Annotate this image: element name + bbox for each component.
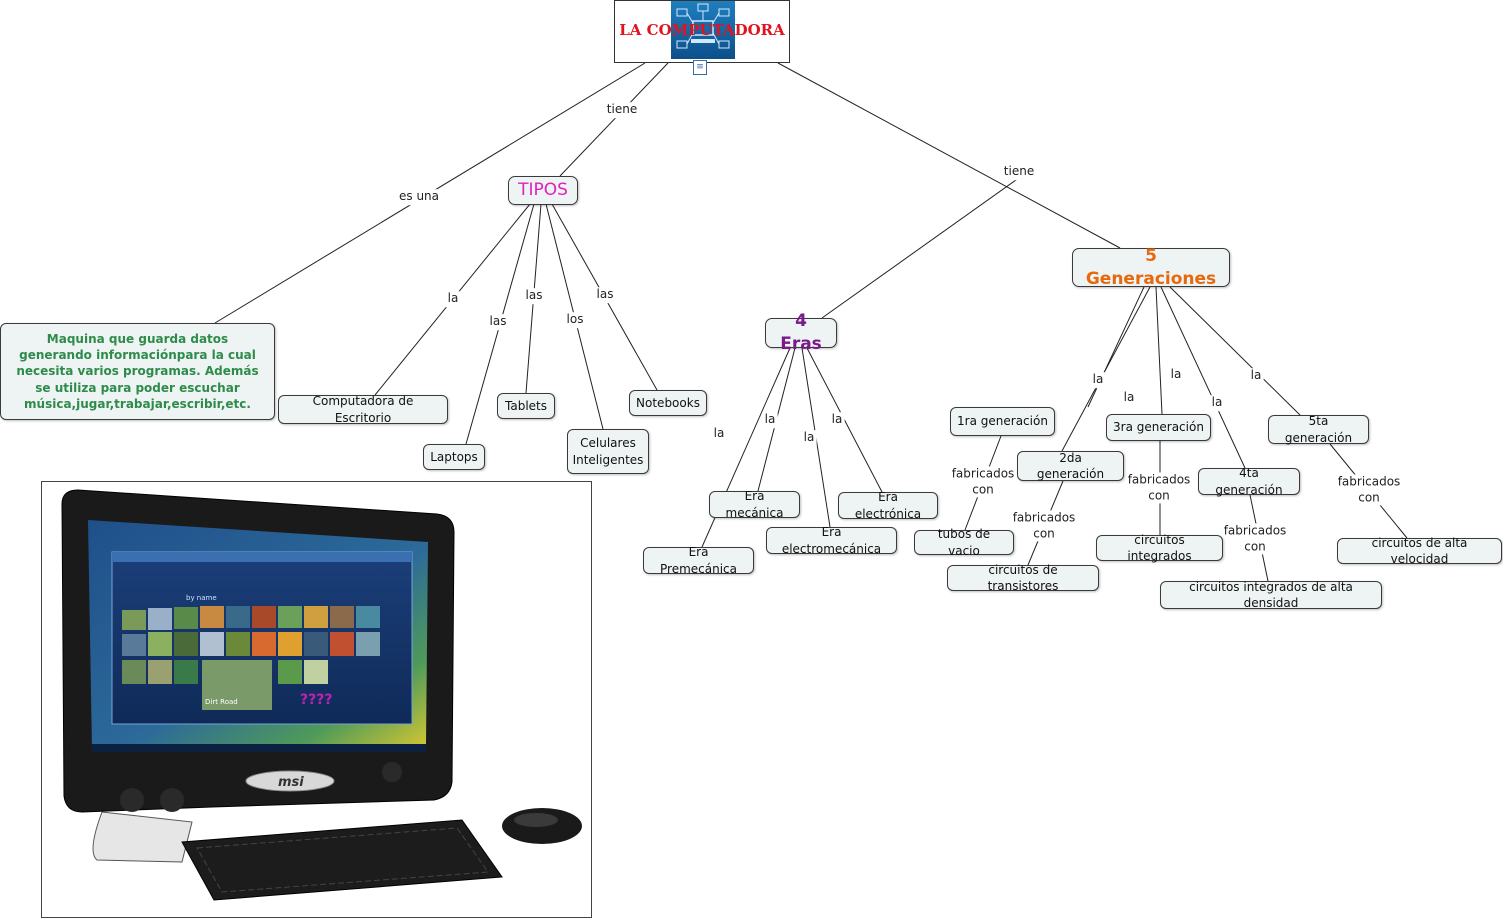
link-fabricados-gen1: fabricados con bbox=[945, 466, 1021, 498]
concept-computadora-escritorio[interactable]: Computadora de Escritorio bbox=[278, 394, 448, 425]
concept-gen5[interactable]: 5ta generación bbox=[1268, 414, 1369, 445]
link-fabricados-gen2: fabricados con bbox=[1006, 510, 1082, 542]
link-las-laptops: las bbox=[487, 314, 509, 330]
document-icon[interactable]: ≡ bbox=[693, 60, 707, 75]
link-la-gen1: la bbox=[1090, 372, 1106, 388]
concept-tubos-vacio[interactable]: tubos de vacio bbox=[914, 527, 1014, 558]
link-la-mecanica: la bbox=[762, 412, 778, 428]
concept-circuitos-alta-densidad[interactable]: circuitos integrados de alta densidad bbox=[1160, 580, 1382, 610]
all-in-one-computer-photo: by name Dirt Road ???? msi bbox=[41, 481, 592, 918]
concept-circuitos-transistores[interactable]: circuitos de transistores bbox=[947, 563, 1099, 593]
link-la-gen3: la bbox=[1168, 367, 1184, 383]
link-las-tablets: las bbox=[523, 288, 545, 304]
concept-gen3[interactable]: 3ra generación bbox=[1106, 414, 1211, 441]
annotation-question-marks: ???? bbox=[300, 692, 332, 708]
msi-computer-picture: by name Dirt Road ???? msi bbox=[61, 489, 582, 901]
concept-gen2[interactable]: 2da generación bbox=[1017, 451, 1124, 481]
concept-notebooks[interactable]: Notebooks bbox=[629, 390, 707, 416]
concept-definicion[interactable]: Maquina que guarda datos generando infor… bbox=[0, 323, 275, 420]
msi-logo: msi bbox=[278, 775, 304, 790]
root-title: LA COMPUTADORA bbox=[619, 21, 785, 39]
concept-celulares[interactable]: Celulares Inteligentes bbox=[567, 429, 649, 474]
concept-gen1[interactable]: 1ra generación bbox=[950, 407, 1055, 436]
link-la-electronica: la bbox=[829, 412, 845, 428]
concept-circuitos-alta-velocidad[interactable]: circuitos de alta velocidad bbox=[1337, 536, 1502, 566]
link-la-gen5: la bbox=[1248, 368, 1264, 384]
concept-era-premecanica[interactable]: Era Premecánica bbox=[643, 545, 754, 576]
concept-eras[interactable]: 4 Eras bbox=[765, 311, 837, 354]
link-los-celulares: los bbox=[564, 312, 586, 328]
link-fabricados-gen5: fabricados con bbox=[1331, 474, 1407, 506]
link-la-gen2: la bbox=[1121, 390, 1137, 406]
concept-era-electromecanica[interactable]: Era electromecánica bbox=[766, 525, 897, 556]
concept-tablets[interactable]: Tablets bbox=[497, 393, 555, 419]
concept-circuitos-integrados[interactable]: circuitos integrados bbox=[1096, 533, 1223, 563]
network-devices-icon bbox=[676, 3, 730, 49]
concept-era-mecanica[interactable]: Era mecánica bbox=[709, 489, 800, 520]
link-tiene-generaciones: tiene bbox=[1001, 164, 1037, 180]
screen-nav-text: by name bbox=[186, 594, 217, 602]
link-es-una: es una bbox=[396, 189, 442, 205]
link-fabricados-gen3: fabricados con bbox=[1121, 472, 1197, 504]
screen-photo-title: Dirt Road bbox=[205, 698, 238, 706]
concept-tipos[interactable]: TIPOS bbox=[508, 176, 578, 205]
link-la-gen4: la bbox=[1209, 395, 1225, 411]
photo-thumbnails bbox=[122, 606, 380, 710]
link-la-escritorio: la bbox=[445, 291, 461, 307]
link-las-notebooks: las bbox=[594, 287, 616, 303]
concept-era-electronica[interactable]: Era electrónica bbox=[838, 490, 938, 521]
concept-laptops[interactable]: Laptops bbox=[423, 444, 485, 470]
computer-network-picture bbox=[671, 1, 735, 59]
link-la-electromecanica: la bbox=[801, 430, 817, 446]
concept-generaciones[interactable]: 5 Generaciones bbox=[1072, 246, 1230, 289]
link-tiene-tipos: tiene bbox=[604, 102, 640, 118]
concept-gen4[interactable]: 4ta generación bbox=[1198, 466, 1300, 497]
link-la-premecanica: la bbox=[711, 426, 727, 442]
root-concept[interactable]: LA COMPUTADORA bbox=[614, 0, 790, 63]
link-fabricados-gen4: fabricados con bbox=[1217, 523, 1293, 555]
